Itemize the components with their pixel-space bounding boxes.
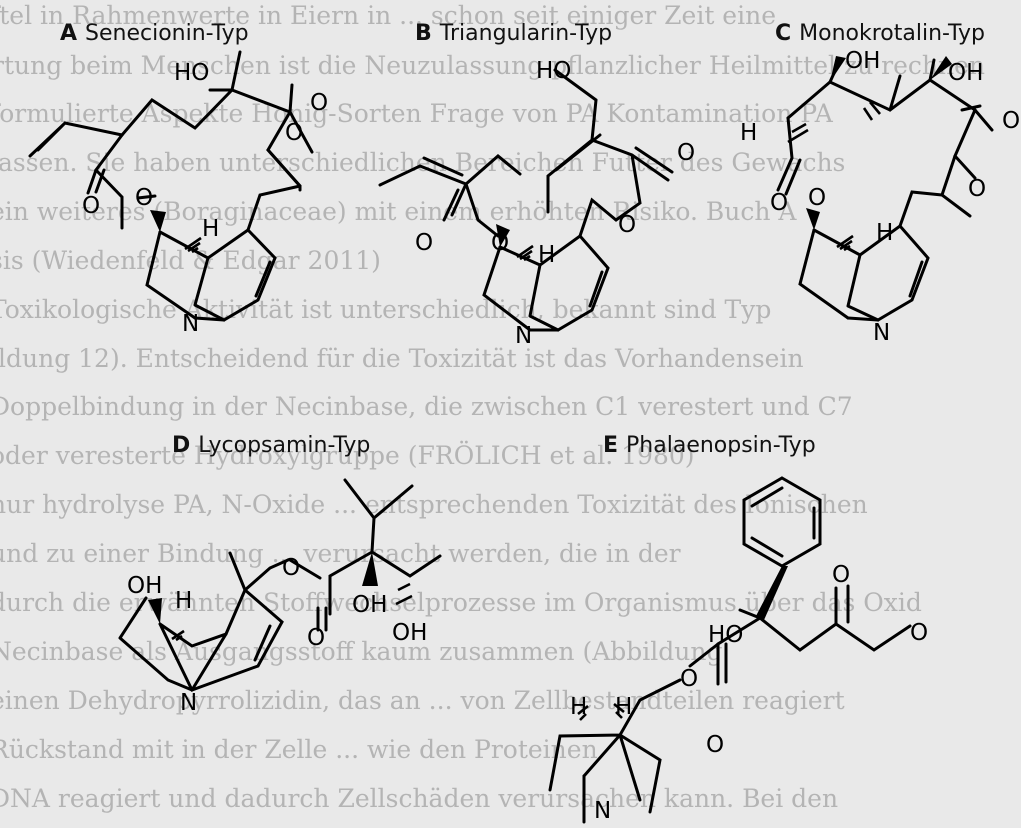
panel-d-title: D Lycopsamin-Typ bbox=[172, 433, 370, 458]
panel-d-lycopsamin: D Lycopsamin-Typ O O OH OH OH H N bbox=[118, 433, 442, 716]
svg-text:OH: OH bbox=[948, 60, 983, 86]
svg-text:O: O bbox=[415, 230, 433, 256]
panel-d-name: Lycopsamin-Typ bbox=[198, 433, 370, 458]
panel-e-phalaenopsin: E Phalaenopsin-Typ HO O O O O H H N bbox=[548, 433, 928, 824]
svg-text:N: N bbox=[180, 690, 197, 716]
panel-a-name: Senecionin-Typ bbox=[85, 21, 249, 46]
panel-b-triangularin: B Triangularin-Typ HO O O O O H N bbox=[378, 21, 695, 349]
panel-e-letter: E bbox=[603, 433, 618, 458]
monokrotalin-structure: OH OH H O O O O H N bbox=[740, 48, 1020, 346]
svg-text:H: H bbox=[570, 694, 587, 720]
svg-text:N: N bbox=[515, 323, 532, 349]
svg-text:O: O bbox=[82, 193, 100, 219]
svg-text:O: O bbox=[491, 230, 509, 256]
svg-text:O: O bbox=[770, 190, 788, 216]
svg-text:O: O bbox=[968, 176, 986, 202]
svg-text:H: H bbox=[740, 120, 757, 146]
svg-text:O: O bbox=[1002, 108, 1020, 134]
svg-text:O: O bbox=[808, 185, 826, 211]
svg-text:H: H bbox=[175, 588, 192, 614]
svg-text:H: H bbox=[538, 242, 555, 268]
svg-text:O: O bbox=[910, 620, 928, 646]
svg-text:O: O bbox=[310, 90, 328, 116]
panel-b-title: B Triangularin-Typ bbox=[415, 21, 612, 46]
panel-c-letter: C bbox=[775, 21, 791, 46]
svg-text:O: O bbox=[282, 555, 300, 581]
phalaenopsin-structure: HO O O O O H H N bbox=[548, 476, 928, 824]
svg-text:O: O bbox=[680, 666, 698, 692]
lycopsamin-structure: O O OH OH OH H N bbox=[118, 478, 442, 716]
panel-a-senecionin: A Senecionin-Typ HO O O O O H N bbox=[28, 21, 328, 337]
panel-a-letter: A bbox=[60, 21, 77, 46]
panel-c-title: C Monokrotalin-Typ bbox=[775, 21, 985, 46]
svg-text:O: O bbox=[618, 212, 636, 238]
svg-text:HO: HO bbox=[174, 60, 209, 86]
svg-text:H: H bbox=[615, 694, 632, 720]
svg-text:O: O bbox=[832, 562, 850, 588]
senecionin-structure: HO O O O O H N bbox=[28, 50, 328, 337]
svg-text:O: O bbox=[135, 185, 153, 211]
svg-text:O: O bbox=[706, 732, 724, 758]
svg-text:OH: OH bbox=[127, 573, 162, 599]
panel-c-name: Monokrotalin-Typ bbox=[799, 21, 985, 46]
svg-text:OH: OH bbox=[845, 48, 880, 74]
panel-d-letter: D bbox=[172, 433, 190, 458]
panel-a-title: A Senecionin-Typ bbox=[60, 21, 249, 46]
svg-text:OH: OH bbox=[352, 592, 387, 618]
triangularin-structure: HO O O O O H N bbox=[378, 58, 695, 349]
svg-text:H: H bbox=[876, 220, 893, 246]
svg-text:H: H bbox=[202, 216, 219, 242]
svg-text:N: N bbox=[873, 320, 890, 346]
svg-text:HO: HO bbox=[536, 58, 571, 84]
svg-text:O: O bbox=[307, 625, 325, 651]
svg-text:HO: HO bbox=[708, 622, 743, 648]
svg-text:O: O bbox=[285, 120, 303, 146]
svg-text:N: N bbox=[594, 798, 611, 824]
panel-e-title: E Phalaenopsin-Typ bbox=[603, 433, 816, 458]
svg-text:N: N bbox=[182, 311, 199, 337]
svg-text:OH: OH bbox=[392, 620, 427, 646]
panel-b-name: Triangularin-Typ bbox=[439, 21, 612, 46]
svg-text:O: O bbox=[677, 140, 695, 166]
panel-e-name: Phalaenopsin-Typ bbox=[626, 433, 816, 458]
benzene-ring bbox=[742, 476, 822, 568]
panel-b-letter: B bbox=[415, 21, 432, 46]
